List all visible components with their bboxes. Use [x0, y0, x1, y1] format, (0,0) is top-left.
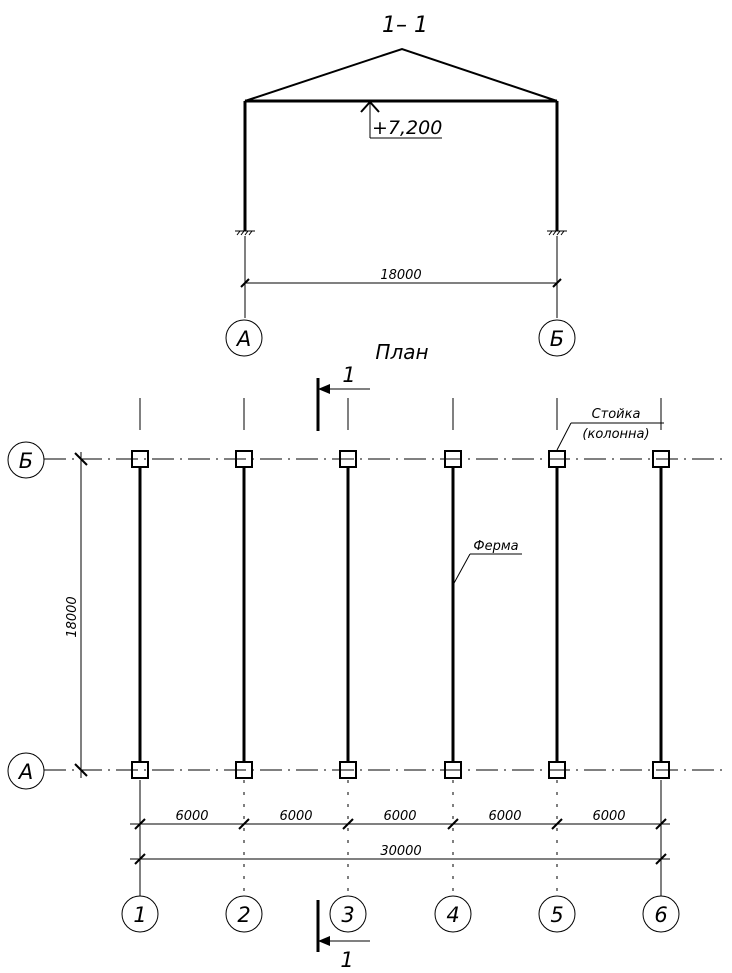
cut-arrow-bottom — [318, 936, 330, 946]
overall-dimension: 30000 — [130, 844, 670, 865]
column-b6 — [652, 450, 670, 468]
section-axis-a: А — [225, 319, 263, 357]
axis-5-label: 5 — [550, 903, 563, 927]
axis-3-label: 3 — [341, 903, 354, 927]
section-span-label: 18000 — [380, 268, 421, 283]
column-note-leader: Стойка (колонна) — [556, 407, 664, 451]
cut-mark-bottom: 1 — [316, 900, 370, 972]
left-support-hatch — [235, 230, 255, 236]
truss-note-leader: Ферма — [452, 539, 522, 586]
spacing-label-2: 6000 — [279, 809, 312, 824]
cut-label-top: 1 — [342, 363, 355, 387]
section-axis-b: Б — [538, 319, 576, 357]
cut-mark-top: 1 — [316, 363, 370, 431]
column-axis-bubbles: 1 2 3 4 5 6 — [121, 895, 680, 933]
section-title: 1– 1 — [382, 13, 428, 38]
column-b2 — [235, 450, 253, 468]
axis-extensions-bottom — [139, 780, 662, 896]
spacing-dimensions: 6000 6000 6000 6000 6000 — [130, 809, 670, 830]
section-axis-b-label: Б — [550, 327, 564, 351]
column-b1 — [131, 450, 149, 468]
column-b3 — [339, 450, 357, 468]
row-axis-a: А — [7, 752, 45, 790]
spacing-label-3: 6000 — [383, 809, 416, 824]
axis-6-label: 6 — [654, 903, 667, 927]
spacing-label-4: 6000 — [488, 809, 521, 824]
elevation-mark: +7,200 — [360, 100, 442, 139]
section-axis-a-label: А — [235, 327, 251, 351]
column-a3 — [339, 761, 357, 779]
axis-4-label: 4 — [446, 903, 459, 927]
trusses — [138, 466, 663, 763]
right-support-hatch — [547, 230, 567, 236]
plan-view: План 1 1 Б А — [7, 340, 725, 972]
truss-note-label: Ферма — [473, 539, 518, 554]
axis-1-label: 1 — [133, 903, 146, 927]
spacing-label-5: 6000 — [592, 809, 625, 824]
elevation-label: +7,200 — [372, 117, 442, 139]
axis-extensions-top — [139, 398, 662, 430]
column-note-line1: Стойка — [592, 407, 641, 422]
roof-gable — [244, 47, 558, 102]
columns-row-b — [131, 450, 670, 468]
axis-2-label: 2 — [237, 903, 250, 927]
cut-label-bottom: 1 — [340, 948, 353, 972]
column-a5 — [548, 761, 566, 779]
overall-label: 30000 — [380, 844, 421, 859]
plan-span-label: 18000 — [65, 596, 80, 637]
column-b4 — [444, 450, 462, 468]
column-a4 — [444, 761, 462, 779]
section-1-1: 1– 1 +7,200 — [225, 13, 576, 357]
section-span-dimension: 18000 — [240, 236, 562, 318]
row-axis-b: Б — [7, 441, 45, 479]
columns-row-a — [131, 761, 670, 779]
column-a2 — [235, 761, 253, 779]
row-axis-a-label: А — [17, 760, 33, 784]
column-b5 — [548, 450, 566, 468]
spacing-label-1: 6000 — [175, 809, 208, 824]
plan-vertical-dimension: 18000 — [65, 452, 88, 778]
column-a1 — [131, 761, 149, 779]
plan-title: План — [375, 340, 428, 364]
cut-arrow-top — [318, 384, 330, 394]
column-a6 — [652, 761, 670, 779]
row-axis-b-label: Б — [19, 449, 33, 473]
column-note-line2: (колонна) — [582, 427, 649, 442]
